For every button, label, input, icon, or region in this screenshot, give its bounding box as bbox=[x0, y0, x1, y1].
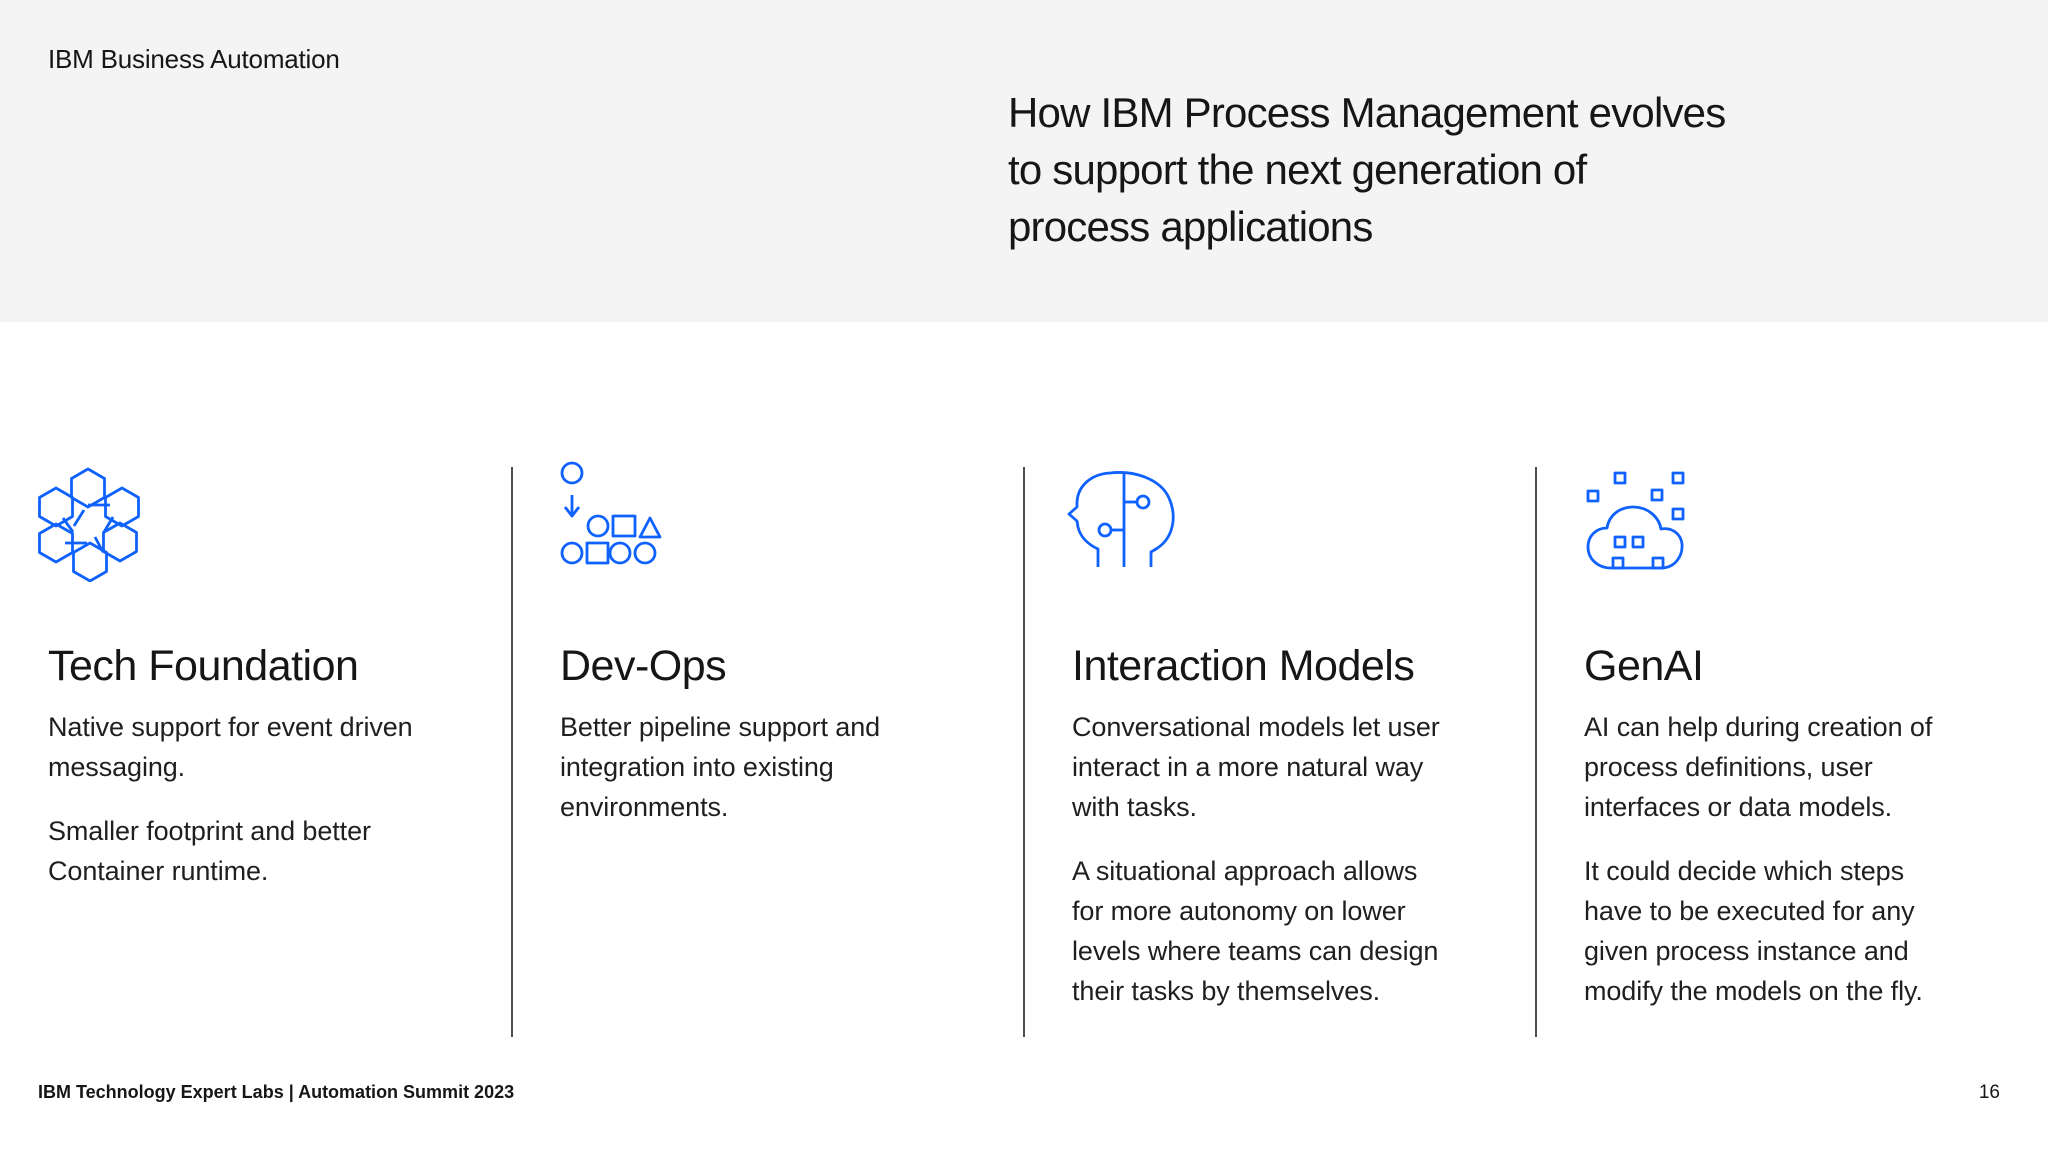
deployment-pipeline-shapes-icon bbox=[560, 461, 662, 565]
column-paragraph: AI can help during creation of process d… bbox=[1584, 712, 1933, 823]
column-heading: GenAI bbox=[1584, 642, 1704, 690]
column-paragraph: Conversational models let user interact … bbox=[1072, 712, 1440, 823]
column-paragraph: Better pipeline support and integration … bbox=[560, 712, 881, 823]
column-genai: GenAI AI can help during creation of pro… bbox=[1584, 458, 2044, 1035]
slide-title: How IBM Process Management evolves to su… bbox=[1008, 89, 1726, 250]
column-paragraph: A situational approach allows for more a… bbox=[1072, 856, 1439, 1007]
column-divider-2 bbox=[1023, 467, 1025, 1037]
column-tech-foundation: Tech Foundation Native support for event… bbox=[48, 458, 508, 915]
hexagon-network-icon bbox=[38, 467, 140, 582]
genai-cloud-data-icon bbox=[1586, 471, 1685, 570]
column-dev-ops: Dev-Ops Better pipeline support and inte… bbox=[560, 458, 1020, 851]
page-number: 16 bbox=[1978, 1082, 2000, 1103]
header-band: IBM Business Automation How IBM Process … bbox=[0, 0, 2048, 322]
column-paragraph: Smaller footprint and better Container r… bbox=[48, 816, 371, 887]
cognitive-head-circuit-icon bbox=[1067, 471, 1175, 567]
column-heading: Interaction Models bbox=[1072, 642, 1415, 690]
column-paragraph: Native support for event driven messagin… bbox=[48, 712, 413, 783]
column-heading: Tech Foundation bbox=[48, 642, 359, 690]
brand-label: IBM Business Automation bbox=[48, 44, 340, 74]
column-divider-1 bbox=[511, 467, 513, 1037]
footer-credit: IBM Technology Expert Labs | Automation … bbox=[38, 1082, 515, 1102]
column-paragraph: It could decide which steps have to be e… bbox=[1584, 856, 1923, 1007]
column-divider-3 bbox=[1535, 467, 1537, 1037]
column-interaction-models: Interaction Models Conversational models… bbox=[1072, 458, 1532, 1035]
column-heading: Dev-Ops bbox=[560, 642, 727, 690]
